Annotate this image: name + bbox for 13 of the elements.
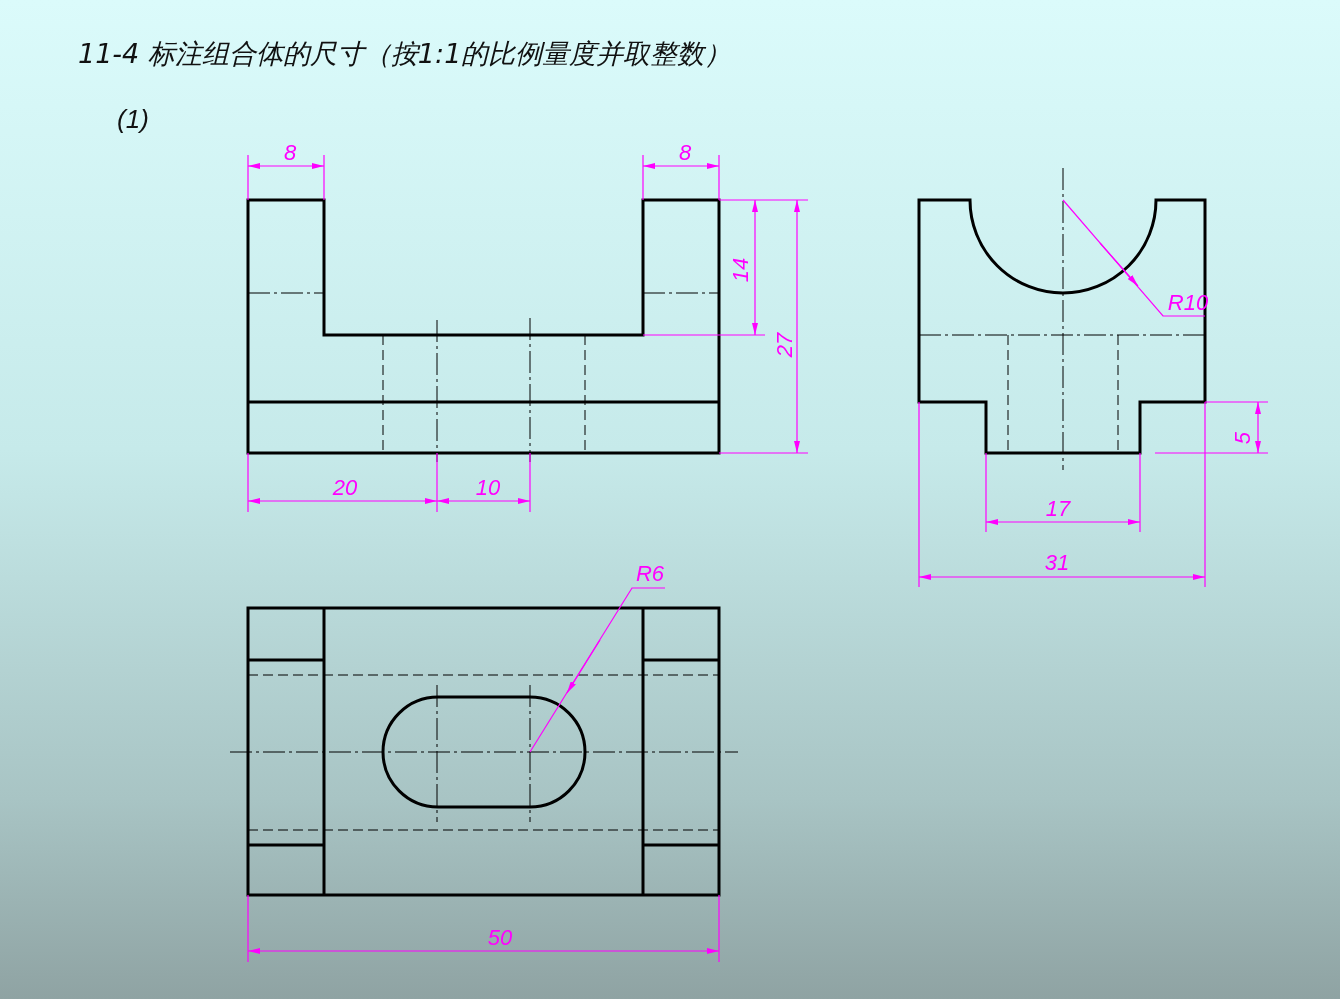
dimension-text: 10 (475, 475, 501, 500)
dimension-text: 17 (1045, 496, 1071, 521)
dimension-text: 20 (332, 475, 358, 500)
title: 11-4 标注组合体的尺寸（按1:1的比例量度并取整数） (78, 37, 732, 71)
dimension-text: 8 (678, 140, 692, 165)
dimension-text: 8 (283, 140, 297, 165)
view-number: (1) (117, 104, 149, 134)
dimension-text: 27 (772, 332, 797, 358)
dimension-text: 5 (1230, 431, 1255, 445)
dimension-text: 31 (1044, 550, 1070, 575)
dimension-text: R6 (635, 561, 665, 586)
dimension-text: 50 (487, 925, 513, 950)
dimension-text: 14 (728, 257, 753, 283)
